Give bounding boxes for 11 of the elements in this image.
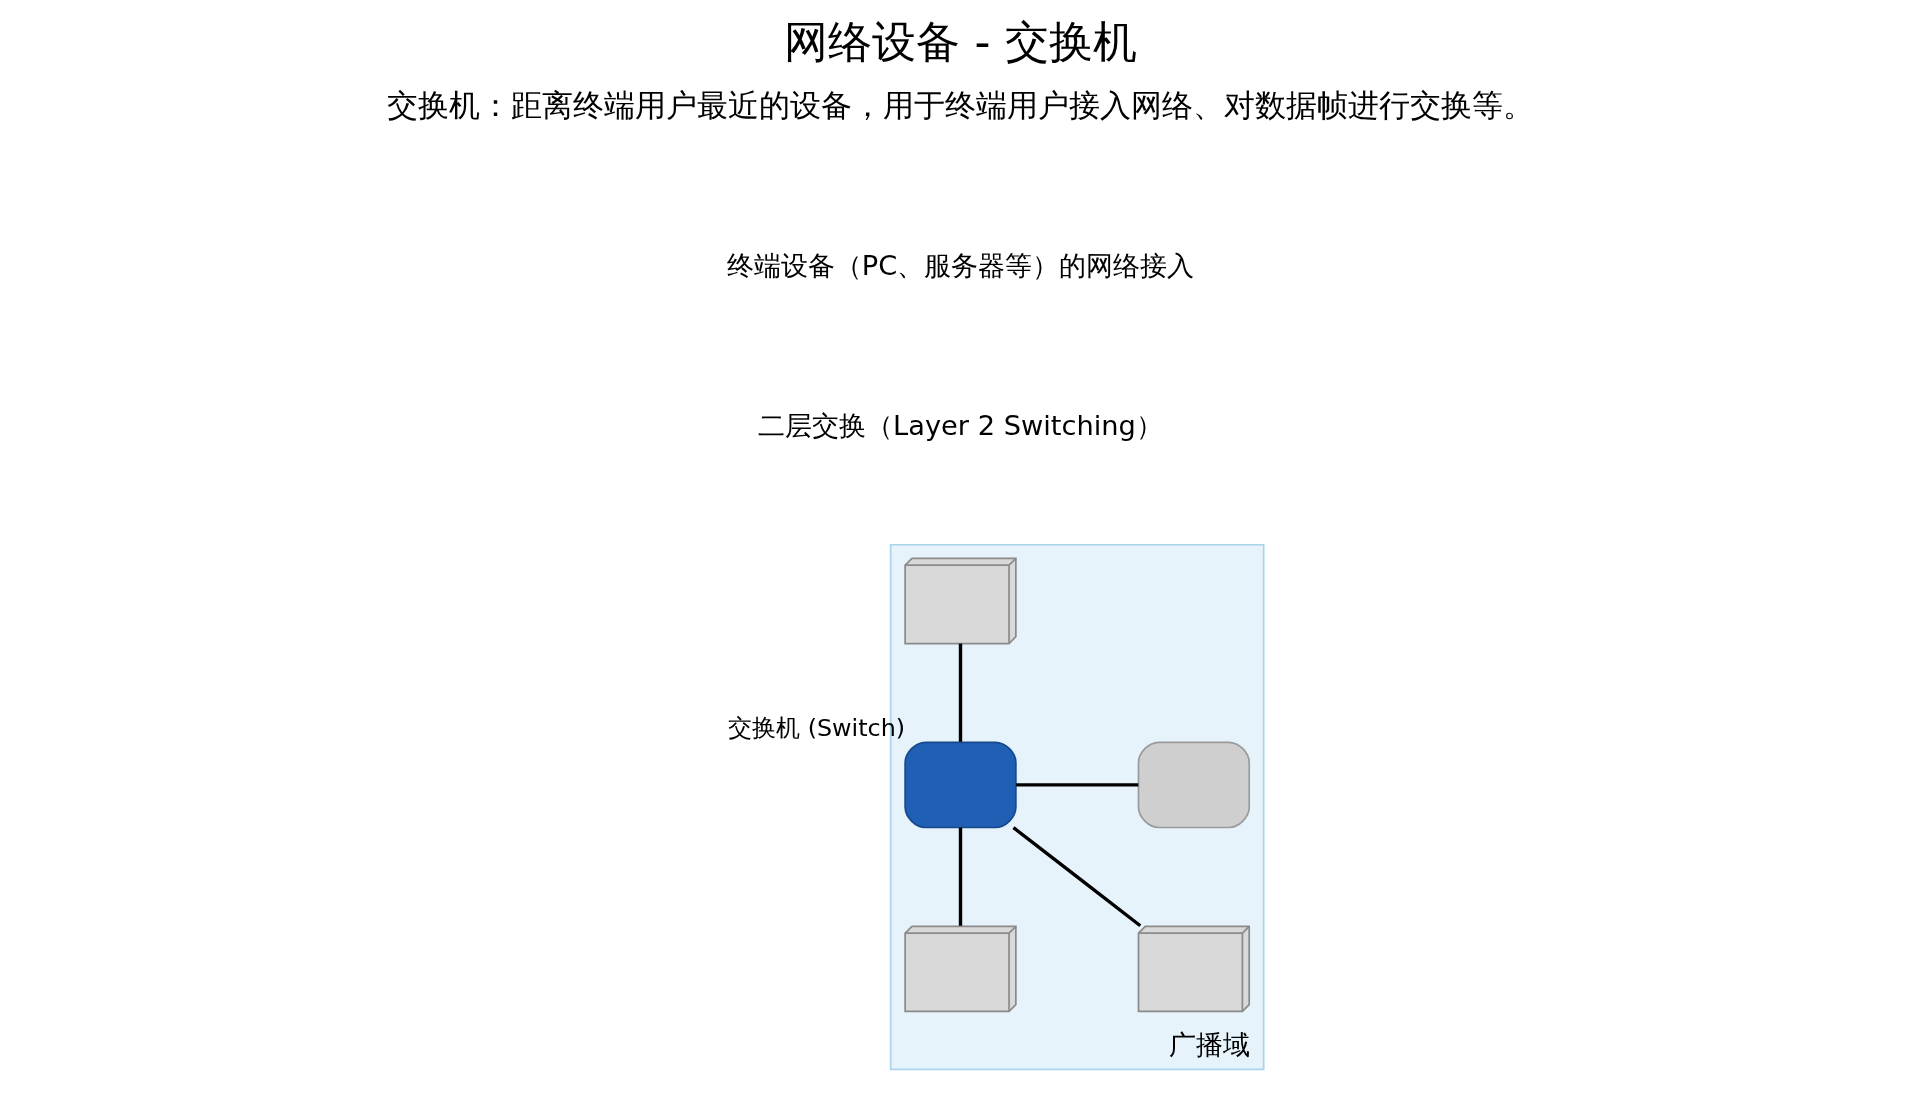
diagram-title: 网络设备 - 交换机 [784, 16, 1137, 68]
connector [958, 827, 963, 926]
connector [1012, 826, 1142, 928]
node-switch [904, 741, 1017, 829]
label: 交换机：距离终端用户最近的设备，用于终端用户接入网络、对数据帧进行交换等。 [387, 88, 1534, 124]
node-server [1137, 741, 1251, 829]
label: 二层交换（Layer 2 Switching） [758, 410, 1163, 442]
node-label: 交换机 (Switch) [728, 713, 906, 742]
connector [1016, 783, 1139, 787]
label: 终端设备（PC、服务器等）的网络接入 [726, 250, 1195, 282]
connector [958, 643, 963, 742]
